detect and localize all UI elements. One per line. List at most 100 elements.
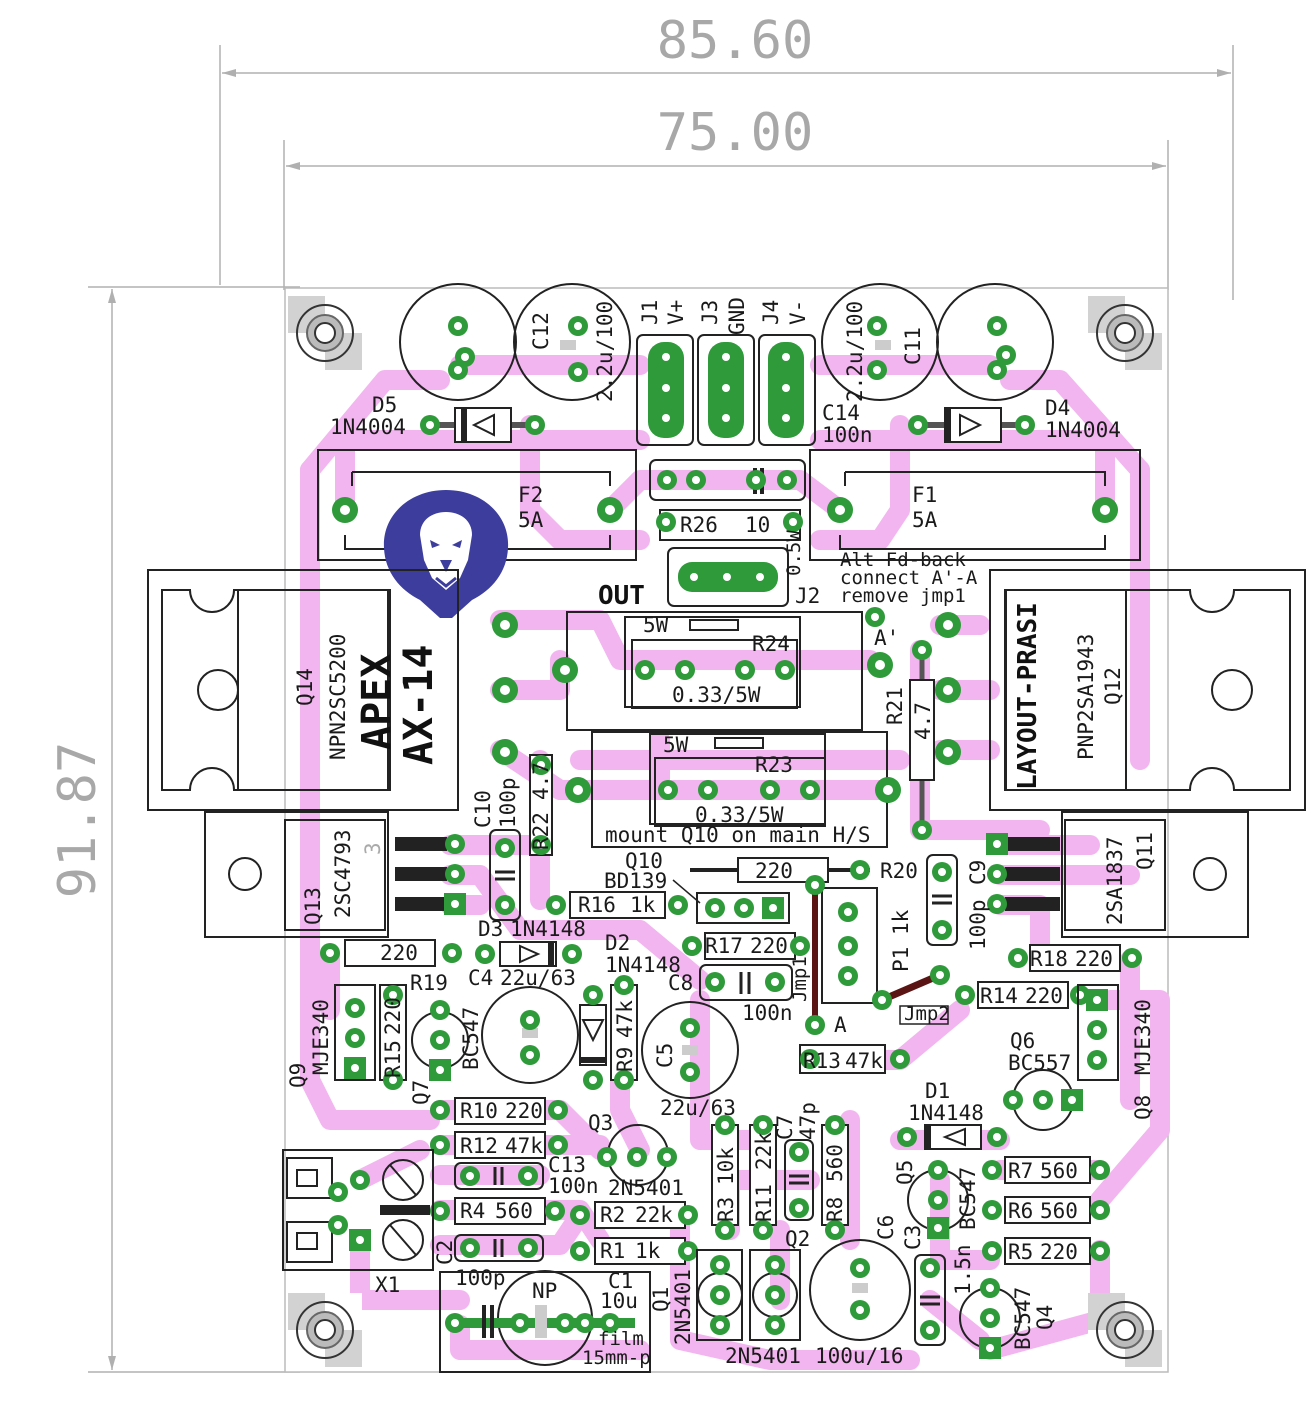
label-film-pitch: 15mm-p	[582, 1347, 651, 1369]
label-r9: R9	[613, 1047, 637, 1072]
label-q8: Q8	[1131, 1095, 1155, 1120]
transistor-q8	[1077, 984, 1119, 1081]
value-r1: 1k	[635, 1239, 661, 1263]
label-c13: C13	[548, 1153, 586, 1177]
diode-d5	[420, 407, 545, 443]
q11-leads	[986, 833, 1060, 914]
value-c7: 47p	[796, 1102, 820, 1140]
pad	[987, 316, 1007, 336]
pad	[1092, 497, 1118, 523]
value-r20: 220	[755, 859, 793, 883]
label-out: OUT	[598, 581, 645, 611]
pad	[492, 739, 518, 765]
fuse-holder-f1	[809, 449, 1141, 561]
value-c14: 100n	[822, 423, 873, 447]
value-r16: 1k	[630, 893, 656, 917]
transistor-q1	[696, 1249, 743, 1341]
value-d3: 1N4148	[510, 917, 586, 941]
label-j3: J3	[698, 300, 722, 325]
cap-c14	[649, 459, 806, 501]
label-r2: R2	[600, 1203, 625, 1227]
brand-layout: LAYOUT-PRASI	[1013, 602, 1043, 790]
label-q5: Q5	[893, 1160, 917, 1185]
pad	[565, 777, 591, 803]
value-r12: 47k	[505, 1134, 543, 1158]
value-q7: BC547	[459, 1007, 483, 1070]
label-r8: R8	[823, 1197, 847, 1222]
label-d2: D2	[605, 931, 630, 955]
pad	[867, 652, 893, 678]
dimension-arrows	[108, 69, 1231, 1370]
value-q2: 2N5401	[725, 1344, 801, 1368]
label-a: A	[834, 1013, 847, 1037]
dimension-lines	[88, 45, 1234, 1373]
cap-c9	[926, 854, 958, 946]
value-r7: 560	[1040, 1159, 1078, 1183]
label-q12: Q12	[1101, 667, 1125, 705]
q13-leads	[395, 834, 466, 915]
transistor-q3	[597, 1124, 677, 1186]
label-c6: C6	[874, 1215, 898, 1240]
label-r3: R3	[714, 1197, 738, 1222]
diode-d4	[908, 407, 1035, 443]
value-r2: 22k	[635, 1203, 673, 1227]
pad	[805, 1015, 825, 1035]
value-q11: 2SA1837	[1103, 836, 1127, 925]
cap-c13	[454, 1162, 544, 1190]
value-r4: 560	[495, 1199, 533, 1223]
pad	[987, 360, 1007, 380]
label-f1: F1	[912, 483, 937, 507]
jumper-jmp2	[880, 971, 942, 1004]
resistor-r22	[529, 754, 553, 856]
resistor-r11	[749, 1115, 777, 1240]
value-r14: 220	[1025, 984, 1063, 1008]
value-q1: 2N5401	[671, 1269, 695, 1345]
value-c10: 100p	[496, 777, 520, 828]
label-j1-v: V+	[664, 300, 688, 325]
label-f2: F2	[518, 483, 543, 507]
label-q13: Q13	[301, 887, 325, 925]
value-r220-left: 220	[380, 941, 418, 965]
cap-polarity-mark	[875, 340, 891, 350]
label-r16: R16	[578, 893, 616, 917]
pad	[935, 612, 961, 638]
pad	[597, 497, 623, 523]
input-terminal-x1	[282, 1149, 434, 1271]
pad	[805, 875, 825, 895]
pad	[658, 780, 678, 800]
label-c1: C1	[608, 1269, 633, 1293]
cap-c6	[809, 1239, 911, 1341]
cap-c7	[784, 1139, 814, 1221]
value-d4: 1N4004	[1045, 418, 1121, 442]
connector-j2-out	[667, 547, 789, 607]
label-p1: P1	[889, 947, 913, 972]
value-q4: BC547	[1011, 1287, 1035, 1350]
pad	[800, 780, 820, 800]
label-j3-v: GND	[725, 297, 749, 335]
cap-c2	[454, 1234, 544, 1262]
label-jmp2: Jmp2	[904, 1003, 950, 1025]
value-r6: 560	[1040, 1199, 1078, 1223]
label-q3: Q3	[588, 1111, 613, 1135]
mounting-hole-br	[1088, 1293, 1162, 1367]
cap-c8	[699, 964, 793, 1001]
label-c8: C8	[668, 971, 693, 995]
transistor-q6	[1003, 1069, 1083, 1131]
value-r24: 0.33/5W	[672, 683, 761, 707]
label-r1: R1	[600, 1239, 625, 1263]
cap-c1-film	[439, 1270, 651, 1373]
label-half-watt: 0.5W	[783, 530, 805, 576]
pad	[735, 660, 755, 680]
label-5w-b: 5W	[663, 733, 689, 757]
resistor-r24	[566, 611, 863, 731]
resistor-r5	[982, 1237, 1110, 1265]
cap-polarity-mark	[560, 340, 576, 350]
label-c3: C3	[901, 1225, 925, 1250]
label-5w-a: 5W	[643, 613, 669, 637]
value-f1: 5A	[912, 508, 938, 532]
resistor-r17	[682, 932, 810, 960]
label-r17: R17	[705, 934, 743, 958]
value-q13: 2SC4793	[331, 829, 355, 918]
pad	[867, 316, 887, 336]
